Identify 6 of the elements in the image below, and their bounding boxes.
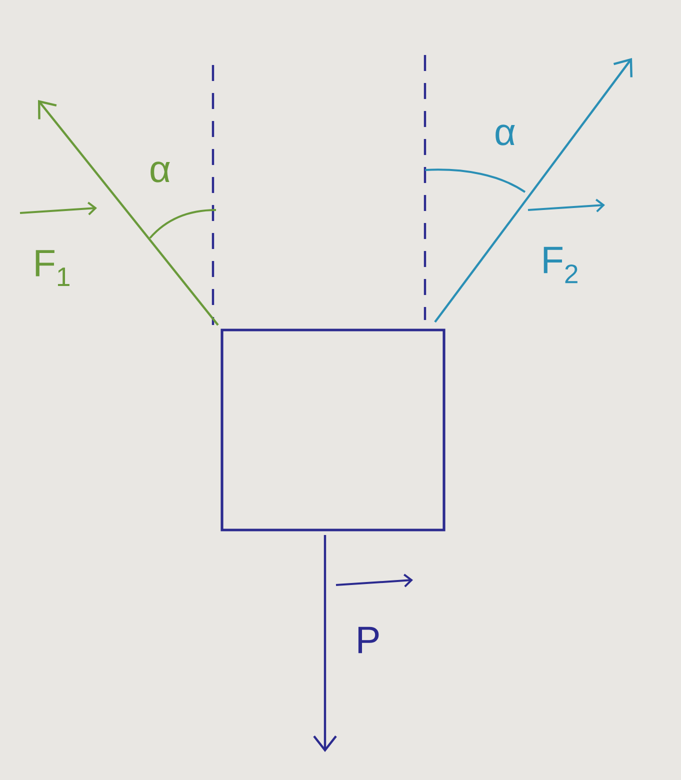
angle-label: α <box>150 162 170 182</box>
force-label: F$_{1}$ <box>20 202 97 286</box>
force-label: F$_{2}$ <box>528 198 605 284</box>
box <box>220 328 446 532</box>
force-label: P <box>336 574 413 654</box>
angle-label: α <box>496 124 515 146</box>
